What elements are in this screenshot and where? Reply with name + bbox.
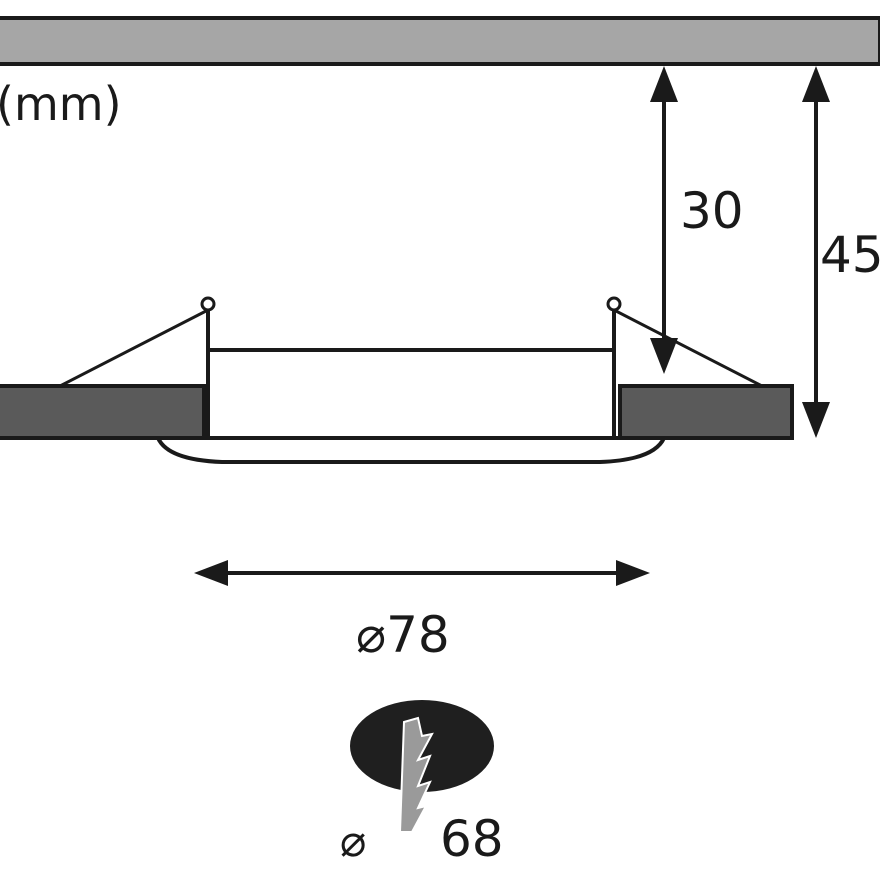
units-label: (mm) xyxy=(0,77,122,131)
cutout-diameter-value: 68 xyxy=(440,810,504,868)
spring-clip-right xyxy=(606,296,763,438)
lamp-housing xyxy=(206,348,616,440)
cutout-diameter-symbol: ⌀ xyxy=(340,816,367,867)
lamp-trim-ring xyxy=(154,436,668,464)
dimension-arrow-78 xyxy=(194,560,650,586)
saw-blade-icon xyxy=(398,716,434,833)
diameter-label-78: ⌀78 xyxy=(356,606,450,664)
spring-clip-left xyxy=(59,296,216,438)
ceiling-board-left xyxy=(0,384,206,440)
dimension-arrow-30 xyxy=(650,66,678,374)
ceiling-board-right xyxy=(618,384,794,440)
ceiling-slab xyxy=(0,16,880,66)
dimension-arrow-45 xyxy=(802,66,830,438)
dimension-label-30: 30 xyxy=(680,182,744,240)
dimension-label-45: 45 xyxy=(820,226,880,284)
